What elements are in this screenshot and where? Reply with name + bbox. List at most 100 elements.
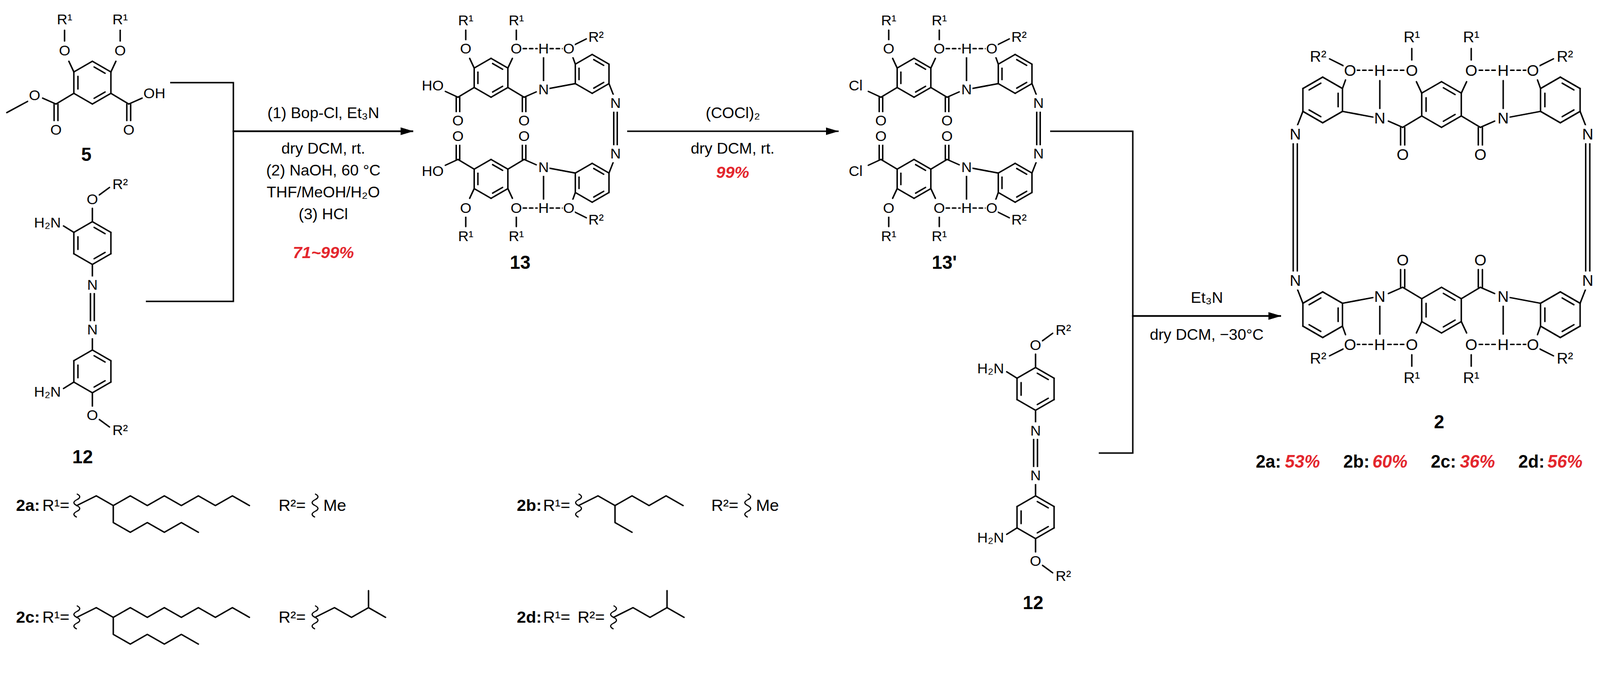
bond bbox=[1297, 289, 1303, 304]
bond bbox=[1510, 111, 1541, 118]
bond bbox=[1441, 116, 1462, 128]
bond bbox=[94, 67, 106, 74]
bond bbox=[1560, 77, 1581, 89]
bond bbox=[507, 68, 509, 88]
atom-label: O bbox=[517, 112, 530, 130]
bond bbox=[1443, 293, 1456, 301]
bond bbox=[99, 187, 110, 195]
bond bbox=[892, 58, 897, 69]
bond bbox=[1356, 69, 1373, 71]
atom-label: O bbox=[1343, 61, 1357, 80]
atom-label: O bbox=[1464, 61, 1478, 80]
atom-label: N bbox=[1373, 109, 1387, 128]
compound-number: 2 bbox=[1431, 412, 1446, 433]
bond bbox=[473, 68, 475, 88]
bond bbox=[1402, 287, 1422, 299]
atom-label: O bbox=[1526, 61, 1540, 80]
bond bbox=[94, 91, 106, 99]
atom-label: N bbox=[86, 276, 99, 294]
bond bbox=[1016, 191, 1027, 197]
bond bbox=[73, 61, 93, 72]
atom-label: N bbox=[1373, 287, 1387, 306]
bond bbox=[592, 192, 610, 203]
bond bbox=[1421, 287, 1442, 299]
bond bbox=[1329, 58, 1344, 66]
bond bbox=[1015, 54, 1033, 65]
atom-label: O bbox=[932, 40, 946, 58]
bond bbox=[1001, 176, 1003, 189]
bond bbox=[1031, 64, 1033, 84]
compound-number: 5 bbox=[79, 144, 94, 166]
bond bbox=[880, 87, 897, 98]
atom-label: R² bbox=[1556, 349, 1574, 368]
atom-label: H bbox=[1373, 61, 1387, 80]
bond bbox=[110, 71, 112, 94]
bond bbox=[1441, 321, 1462, 334]
atom-label: H bbox=[537, 199, 550, 217]
bond bbox=[543, 57, 545, 82]
bond bbox=[1443, 87, 1456, 95]
bond bbox=[1036, 110, 1038, 146]
bond bbox=[946, 48, 961, 50]
atom-label: O bbox=[1029, 336, 1042, 354]
bond bbox=[938, 30, 941, 40]
bond bbox=[1035, 527, 1055, 539]
condition-text: (1) Bop-Cl, Et₃N bbox=[265, 104, 381, 123]
bond bbox=[1001, 68, 1003, 80]
bond bbox=[1053, 378, 1055, 400]
bond bbox=[1053, 506, 1055, 528]
bond bbox=[92, 253, 111, 265]
bond bbox=[492, 164, 503, 171]
bond bbox=[995, 192, 999, 200]
atom-label: O bbox=[1464, 335, 1478, 354]
bond bbox=[1035, 367, 1055, 379]
bond bbox=[1032, 83, 1037, 96]
bond bbox=[492, 86, 503, 92]
bond bbox=[72, 232, 75, 254]
atom-label: R² bbox=[1054, 567, 1072, 585]
atom-label: HO bbox=[421, 77, 445, 95]
bond bbox=[966, 57, 968, 82]
bond bbox=[1302, 111, 1323, 124]
atom-label: O bbox=[50, 121, 63, 139]
bond bbox=[1562, 83, 1574, 90]
substituent-text: R¹= bbox=[40, 495, 71, 515]
compound-number: 13 bbox=[508, 252, 533, 274]
bond bbox=[1539, 349, 1554, 356]
bond bbox=[944, 144, 947, 160]
bond bbox=[1016, 82, 1027, 88]
condition-text: (3) HCl bbox=[297, 205, 350, 224]
bond bbox=[458, 144, 461, 160]
bond bbox=[549, 83, 576, 89]
bond bbox=[1015, 163, 1033, 174]
bond bbox=[896, 159, 915, 170]
bond bbox=[515, 216, 518, 227]
bond bbox=[998, 163, 1016, 174]
bond bbox=[880, 159, 897, 170]
bond bbox=[593, 191, 604, 197]
bond bbox=[1441, 81, 1462, 94]
bond bbox=[6, 101, 28, 113]
bond bbox=[1031, 173, 1033, 193]
bond bbox=[94, 252, 106, 259]
atom-label: O bbox=[1343, 335, 1357, 354]
bond bbox=[1329, 349, 1344, 356]
condition-text: (COCl)₂ bbox=[704, 104, 762, 123]
bond bbox=[89, 293, 92, 321]
bond bbox=[445, 91, 458, 98]
bond bbox=[1020, 382, 1022, 396]
condition-text: dry DCM, rt. bbox=[689, 139, 776, 158]
bond bbox=[892, 188, 897, 199]
substituent-text: R²= bbox=[709, 495, 740, 515]
bond bbox=[998, 192, 1016, 203]
atom-label: R² bbox=[111, 175, 129, 194]
bond bbox=[92, 61, 111, 72]
bond bbox=[930, 169, 932, 189]
yield-text: 99% bbox=[714, 162, 751, 182]
reaction-arrow bbox=[1098, 316, 1282, 454]
bond bbox=[593, 82, 604, 88]
bond bbox=[1342, 111, 1373, 118]
alkyl-chain bbox=[113, 505, 199, 533]
bond bbox=[1342, 79, 1346, 89]
bond bbox=[73, 93, 93, 105]
